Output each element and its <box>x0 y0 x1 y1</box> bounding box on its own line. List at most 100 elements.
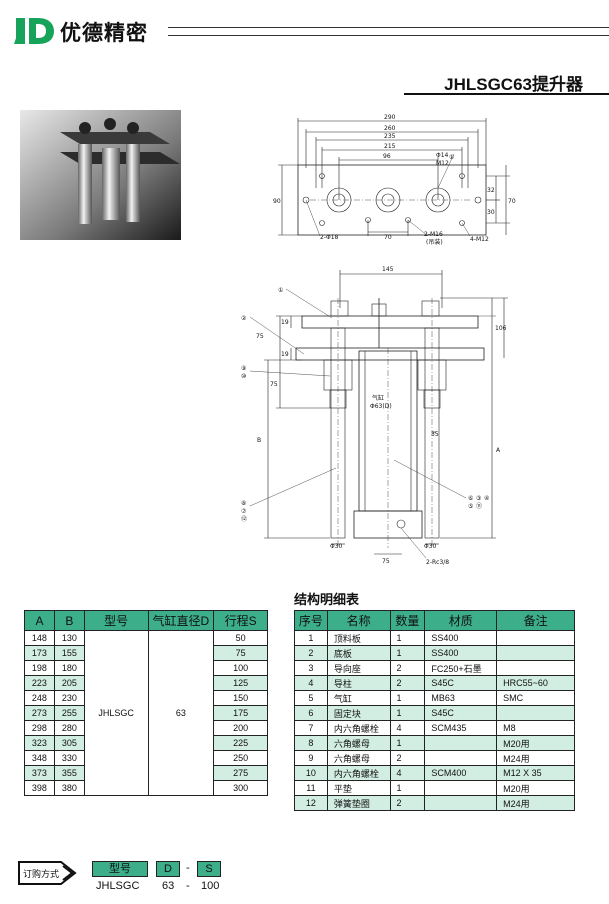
dim-75-top: 75 <box>256 333 264 340</box>
part-remark: M24用 <box>496 750 575 766</box>
col-name: 名称 <box>326 610 391 631</box>
part-no: 12 <box>294 795 328 811</box>
part-qty: 1 <box>389 735 426 751</box>
callout-10: ⑩ <box>241 373 246 380</box>
cylinder-label: 气缸 <box>372 394 384 402</box>
part-remark: M24用 <box>496 795 575 811</box>
part-remark: M8 <box>496 720 575 736</box>
spec-a: 298 <box>24 720 55 736</box>
spec-b: 280 <box>53 720 85 736</box>
callout-2: ② <box>241 315 247 322</box>
callout-1: ① <box>278 287 283 294</box>
part-remark <box>496 645 575 661</box>
order-badge-label: 订购方式 <box>23 868 59 880</box>
part-material: MB63 <box>424 690 498 706</box>
part-name: 固定块 <box>326 705 391 721</box>
spec-stroke: 300 <box>213 780 268 796</box>
dim-145: 145 <box>382 266 394 273</box>
callout-5: ⑤ <box>468 503 473 510</box>
spec-stroke: 100 <box>213 660 268 676</box>
dim-30: 30 <box>487 209 495 216</box>
spec-b: 130 <box>53 630 85 646</box>
order-label-model: 型号 <box>92 861 148 877</box>
col-a: A <box>24 610 55 631</box>
spec-b: 180 <box>53 660 85 676</box>
dim-290: 290 <box>384 114 396 121</box>
part-material: FC250+石墨 <box>424 660 498 676</box>
spec-b: 330 <box>53 750 85 766</box>
callout-4: ④ <box>484 495 489 502</box>
part-name: 气缸 <box>326 690 391 706</box>
brand-name: 优德精密 <box>60 21 148 45</box>
part-material: S45C <box>424 705 498 721</box>
product-photo <box>20 110 181 240</box>
dim-b: B <box>257 437 261 444</box>
order-badge: 订购方式 <box>18 861 77 885</box>
part-qty: 2 <box>389 675 426 691</box>
spec-a: 273 <box>24 705 55 721</box>
dim-96: 96 <box>383 153 391 160</box>
part-qty: 1 <box>389 630 426 646</box>
part-material <box>424 780 498 796</box>
spec-b: 230 <box>53 690 85 706</box>
part-name: 内六角螺栓 <box>326 765 391 781</box>
part-name: 内六角螺栓 <box>326 720 391 736</box>
spec-stroke: 275 <box>213 765 268 781</box>
callout-8: ⑧ <box>241 500 246 507</box>
part-qty: 2 <box>389 795 426 811</box>
order-value-model: JHLSGC <box>96 880 140 892</box>
col-stroke: 行程S <box>213 610 268 631</box>
dim-4-m12: 4-M12 <box>470 236 489 243</box>
dim-70: 70 <box>384 234 392 241</box>
header-rule <box>168 27 609 36</box>
dim-75-base: 75 <box>382 558 390 565</box>
spec-stroke: 150 <box>213 690 268 706</box>
callout-11: ⑪ <box>476 502 482 510</box>
part-name: 平垫 <box>326 780 391 796</box>
part-name: 六角螺母 <box>326 735 391 751</box>
part-material <box>424 735 498 751</box>
top-view: 290 260 235 215 96 Φ14 M12 90 32 70 30 2… <box>273 114 516 246</box>
part-qty: 2 <box>389 750 426 766</box>
dim-106: 106 <box>495 325 507 332</box>
part-name: 弹簧垫圈 <box>326 795 391 811</box>
part-material: S45C <box>424 675 498 691</box>
part-name: 导柱 <box>326 675 391 691</box>
dim-215: 215 <box>384 143 396 150</box>
spec-a: 148 <box>24 630 55 646</box>
part-no: 9 <box>294 750 328 766</box>
order-value-s: 100 <box>201 880 220 892</box>
part-material: SS400 <box>424 645 498 661</box>
dim-a: A <box>496 447 501 454</box>
spec-stroke: 200 <box>213 720 268 736</box>
dim-lifting-note: (吊装) <box>426 238 443 246</box>
part-material: SS400 <box>424 630 498 646</box>
part-no: 2 <box>294 645 328 661</box>
part-remark: M20用 <box>496 735 575 751</box>
part-qty: 4 <box>389 720 426 736</box>
callout-7: ⑦ <box>241 508 247 515</box>
spec-stroke: 75 <box>213 645 268 661</box>
part-no: 7 <box>294 720 328 736</box>
side-view: 145 19 75 19 75 106 35 B A Φ30 Φ30 75 2-… <box>241 266 508 566</box>
callout-1-top: ① <box>449 154 454 161</box>
part-material <box>424 795 498 811</box>
spec-a: 323 <box>24 735 55 751</box>
col-model: 型号 <box>83 610 149 631</box>
spec-stroke: 125 <box>213 675 268 691</box>
